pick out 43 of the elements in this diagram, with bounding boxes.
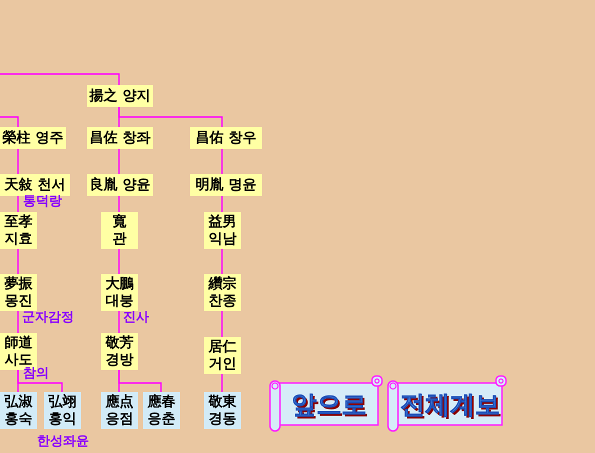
connector-line <box>118 107 223 127</box>
name-box: 弘翊 홍익 <box>44 392 81 429</box>
title-label: 참의 <box>23 367 49 381</box>
connector-line <box>221 311 223 337</box>
connector-line <box>17 311 19 333</box>
connector-line <box>118 249 120 274</box>
name-box: 至孝 지효 <box>0 212 37 249</box>
name-box: 應春 응춘 <box>143 392 180 429</box>
name-box: 榮柱 영주 <box>0 127 66 149</box>
connector-line <box>221 374 223 392</box>
name-box: 大鵬 대붕 <box>101 274 138 311</box>
name-box: 弘淑 홍숙 <box>0 392 37 429</box>
name-box: 纘宗 찬종 <box>204 274 241 311</box>
connector-line <box>221 149 223 174</box>
connector-line <box>0 116 19 127</box>
connector-line <box>118 370 162 392</box>
name-box: 敬東 경동 <box>204 392 241 429</box>
name-box: 揚之 양지 <box>87 85 153 107</box>
title-label: 통덕랑 <box>23 195 62 209</box>
name-box: 居仁 거인 <box>204 337 241 374</box>
connector-line <box>221 196 223 212</box>
title-label: 진사 <box>123 311 149 325</box>
connector-line <box>17 149 19 174</box>
connector-line <box>17 370 63 392</box>
title-label: 한성좌윤 <box>37 435 89 449</box>
name-box: 寬 관 <box>101 212 138 249</box>
connector-line <box>221 249 223 274</box>
name-box: 夢振 몽진 <box>0 274 37 311</box>
connector-line <box>118 311 120 333</box>
name-box: 良胤 양윤 <box>87 174 153 196</box>
name-box: 昌佑 창우 <box>190 127 262 149</box>
name-box: 明胤 명윤 <box>190 174 262 196</box>
name-box: 應点 응점 <box>101 392 138 429</box>
connector-line <box>118 149 120 174</box>
name-box: 昌佐 창좌 <box>87 127 153 149</box>
name-box: 天敍 천서 <box>0 174 70 196</box>
name-box: 益男 익남 <box>204 212 241 249</box>
title-label: 군자감정 <box>22 311 74 325</box>
connector-line <box>17 249 19 274</box>
name-box: 敬芳 경방 <box>101 333 138 370</box>
connector-line <box>17 196 19 212</box>
connector-line <box>118 196 120 212</box>
connector-line <box>0 73 120 85</box>
